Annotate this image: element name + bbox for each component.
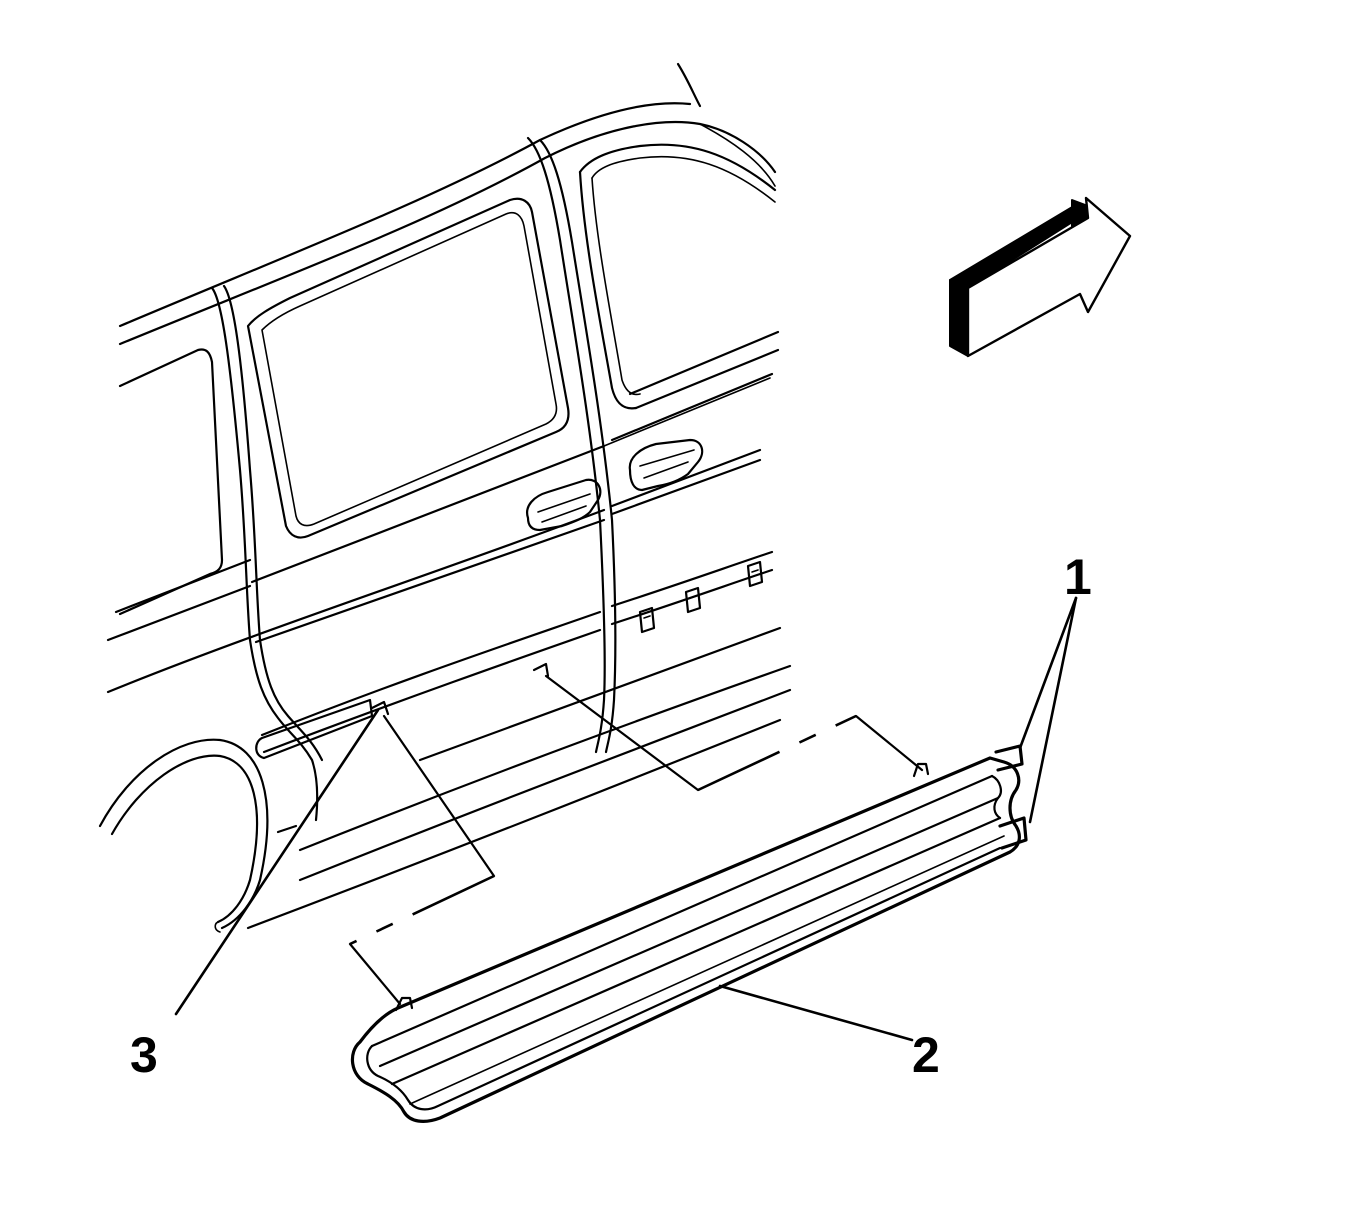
- clip-hole: [684, 586, 702, 614]
- rocker-molding: [350, 756, 1021, 1123]
- callout-leaders: [174, 596, 1078, 1042]
- front-direction-arrow-icon: [949, 196, 1132, 358]
- vehicle-body: [98, 62, 792, 933]
- molding-retainers: [994, 744, 1028, 850]
- clip-hole: [638, 606, 656, 634]
- installation-guide-lines: [348, 674, 924, 1006]
- callout-2: 2: [912, 1027, 940, 1083]
- clip-hole: [746, 560, 764, 588]
- callout-3: 3: [130, 1027, 158, 1083]
- retainer-clip-locations: [370, 662, 550, 716]
- callout-1: 1: [1064, 549, 1092, 605]
- front-door-handle: [628, 438, 704, 492]
- sliding-door-handle: [526, 478, 602, 532]
